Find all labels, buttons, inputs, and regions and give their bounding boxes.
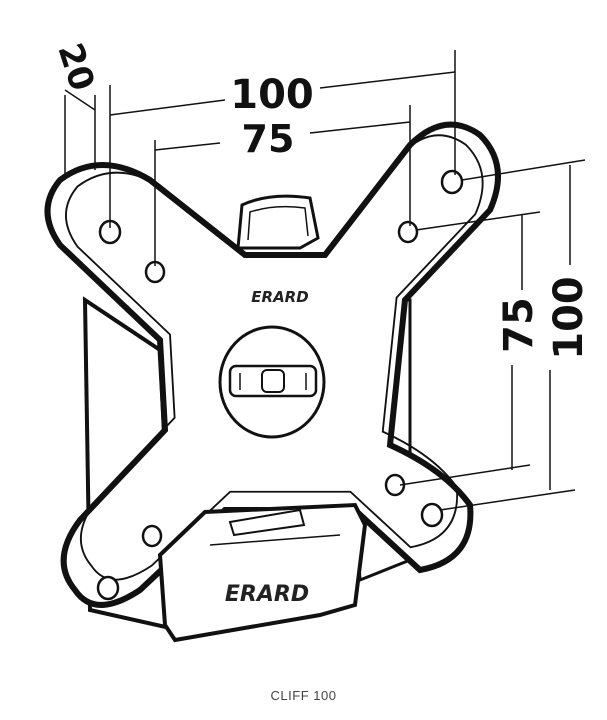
hole-75-top-right xyxy=(397,220,419,244)
mounting-holes xyxy=(96,169,464,601)
bottom-bracket xyxy=(157,502,368,643)
bracket-logo: ERARD xyxy=(225,582,309,607)
dim-horizontal-75: 75 xyxy=(242,117,295,161)
plate-logo: ERARD xyxy=(251,288,308,306)
dimension-lines xyxy=(64,50,586,511)
hole-100-top-right xyxy=(440,169,464,195)
hole-75-bottom-left xyxy=(141,524,163,548)
spirit-level-hub xyxy=(218,325,326,439)
product-caption: CLIFF 100 xyxy=(270,688,337,703)
dim-depth-20: 20 xyxy=(49,38,102,95)
hole-100-bottom-right xyxy=(420,502,444,528)
dim-vertical-75: 75 xyxy=(496,297,542,353)
top-clip xyxy=(236,194,320,250)
dim-vertical-100: 100 xyxy=(546,276,592,360)
dim-horizontal-100: 100 xyxy=(230,72,314,118)
hole-100-bottom-left xyxy=(96,575,120,601)
spirit-level-icon xyxy=(228,364,318,398)
